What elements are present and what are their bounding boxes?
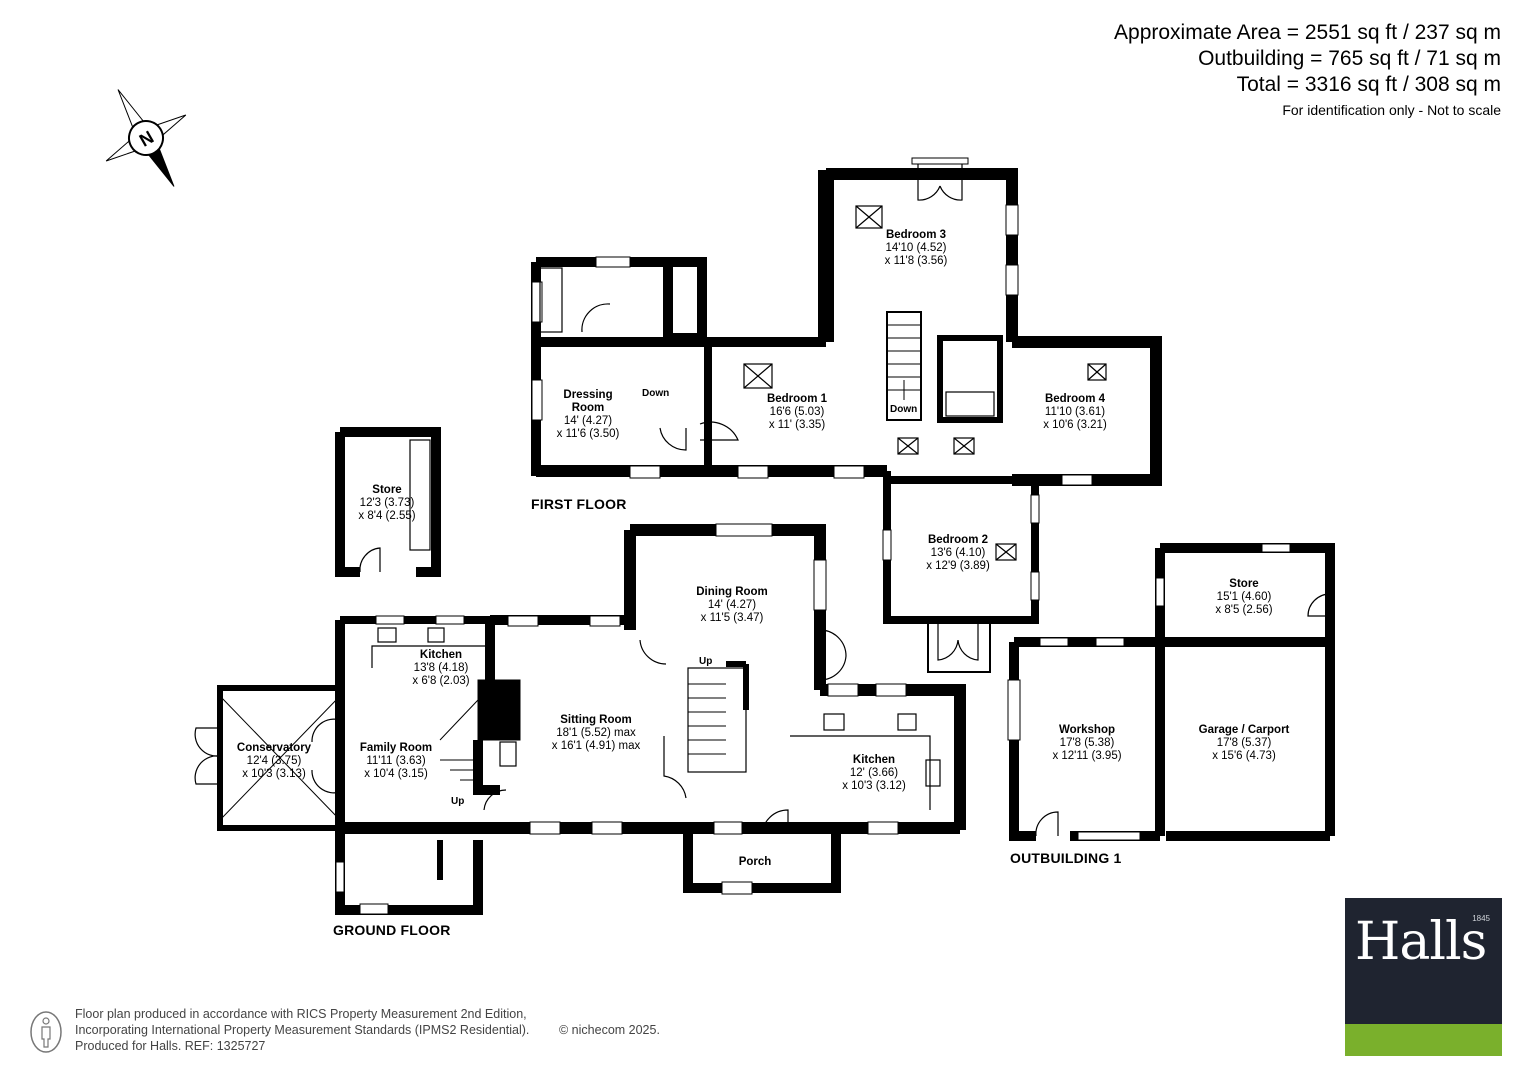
stair-down-landing: Down	[890, 404, 918, 415]
outbuilding-label: OUTBUILDING 1	[1010, 850, 1122, 866]
first-floor-label: FIRST FLOOR	[531, 496, 627, 512]
stair-down-dressing: Down	[642, 388, 670, 399]
footer-line-2: Incorporating International Property Mea…	[75, 1023, 530, 1037]
area-summary: Approximate Area = 2551 sq ft / 237 sq m…	[1114, 20, 1501, 120]
logo-green-bar	[1345, 1024, 1502, 1056]
footer-copyright: © nichecom 2025.	[559, 1023, 660, 1037]
logo-year: 1845	[1472, 914, 1490, 923]
stair-up-dining: Up	[699, 656, 713, 667]
person-icon	[30, 1011, 62, 1053]
total-area: Total = 3316 sq ft / 308 sq m	[1236, 73, 1501, 96]
scale-note: For identification only - Not to scale	[1282, 102, 1501, 118]
footer-line-1: Floor plan produced in accordance with R…	[75, 1007, 527, 1021]
approximate-area: Approximate Area = 2551 sq ft / 237 sq m	[1114, 21, 1501, 44]
ground-floor-label: GROUND FLOOR	[333, 922, 451, 938]
outbuilding-area: Outbuilding = 765 sq ft / 71 sq m	[1198, 47, 1501, 70]
halls-logo: 1845 Halls	[1345, 898, 1502, 1056]
stair-up-family: Up	[451, 796, 465, 807]
footer-line-3: Produced for Halls. REF: 1325727	[75, 1039, 266, 1053]
logo-word: Halls	[1355, 912, 1487, 972]
room-porch: Porch	[738, 856, 772, 868]
footer-credits: Floor plan produced in accordance with R…	[75, 1006, 660, 1054]
north-compass-icon: N	[105, 89, 187, 187]
